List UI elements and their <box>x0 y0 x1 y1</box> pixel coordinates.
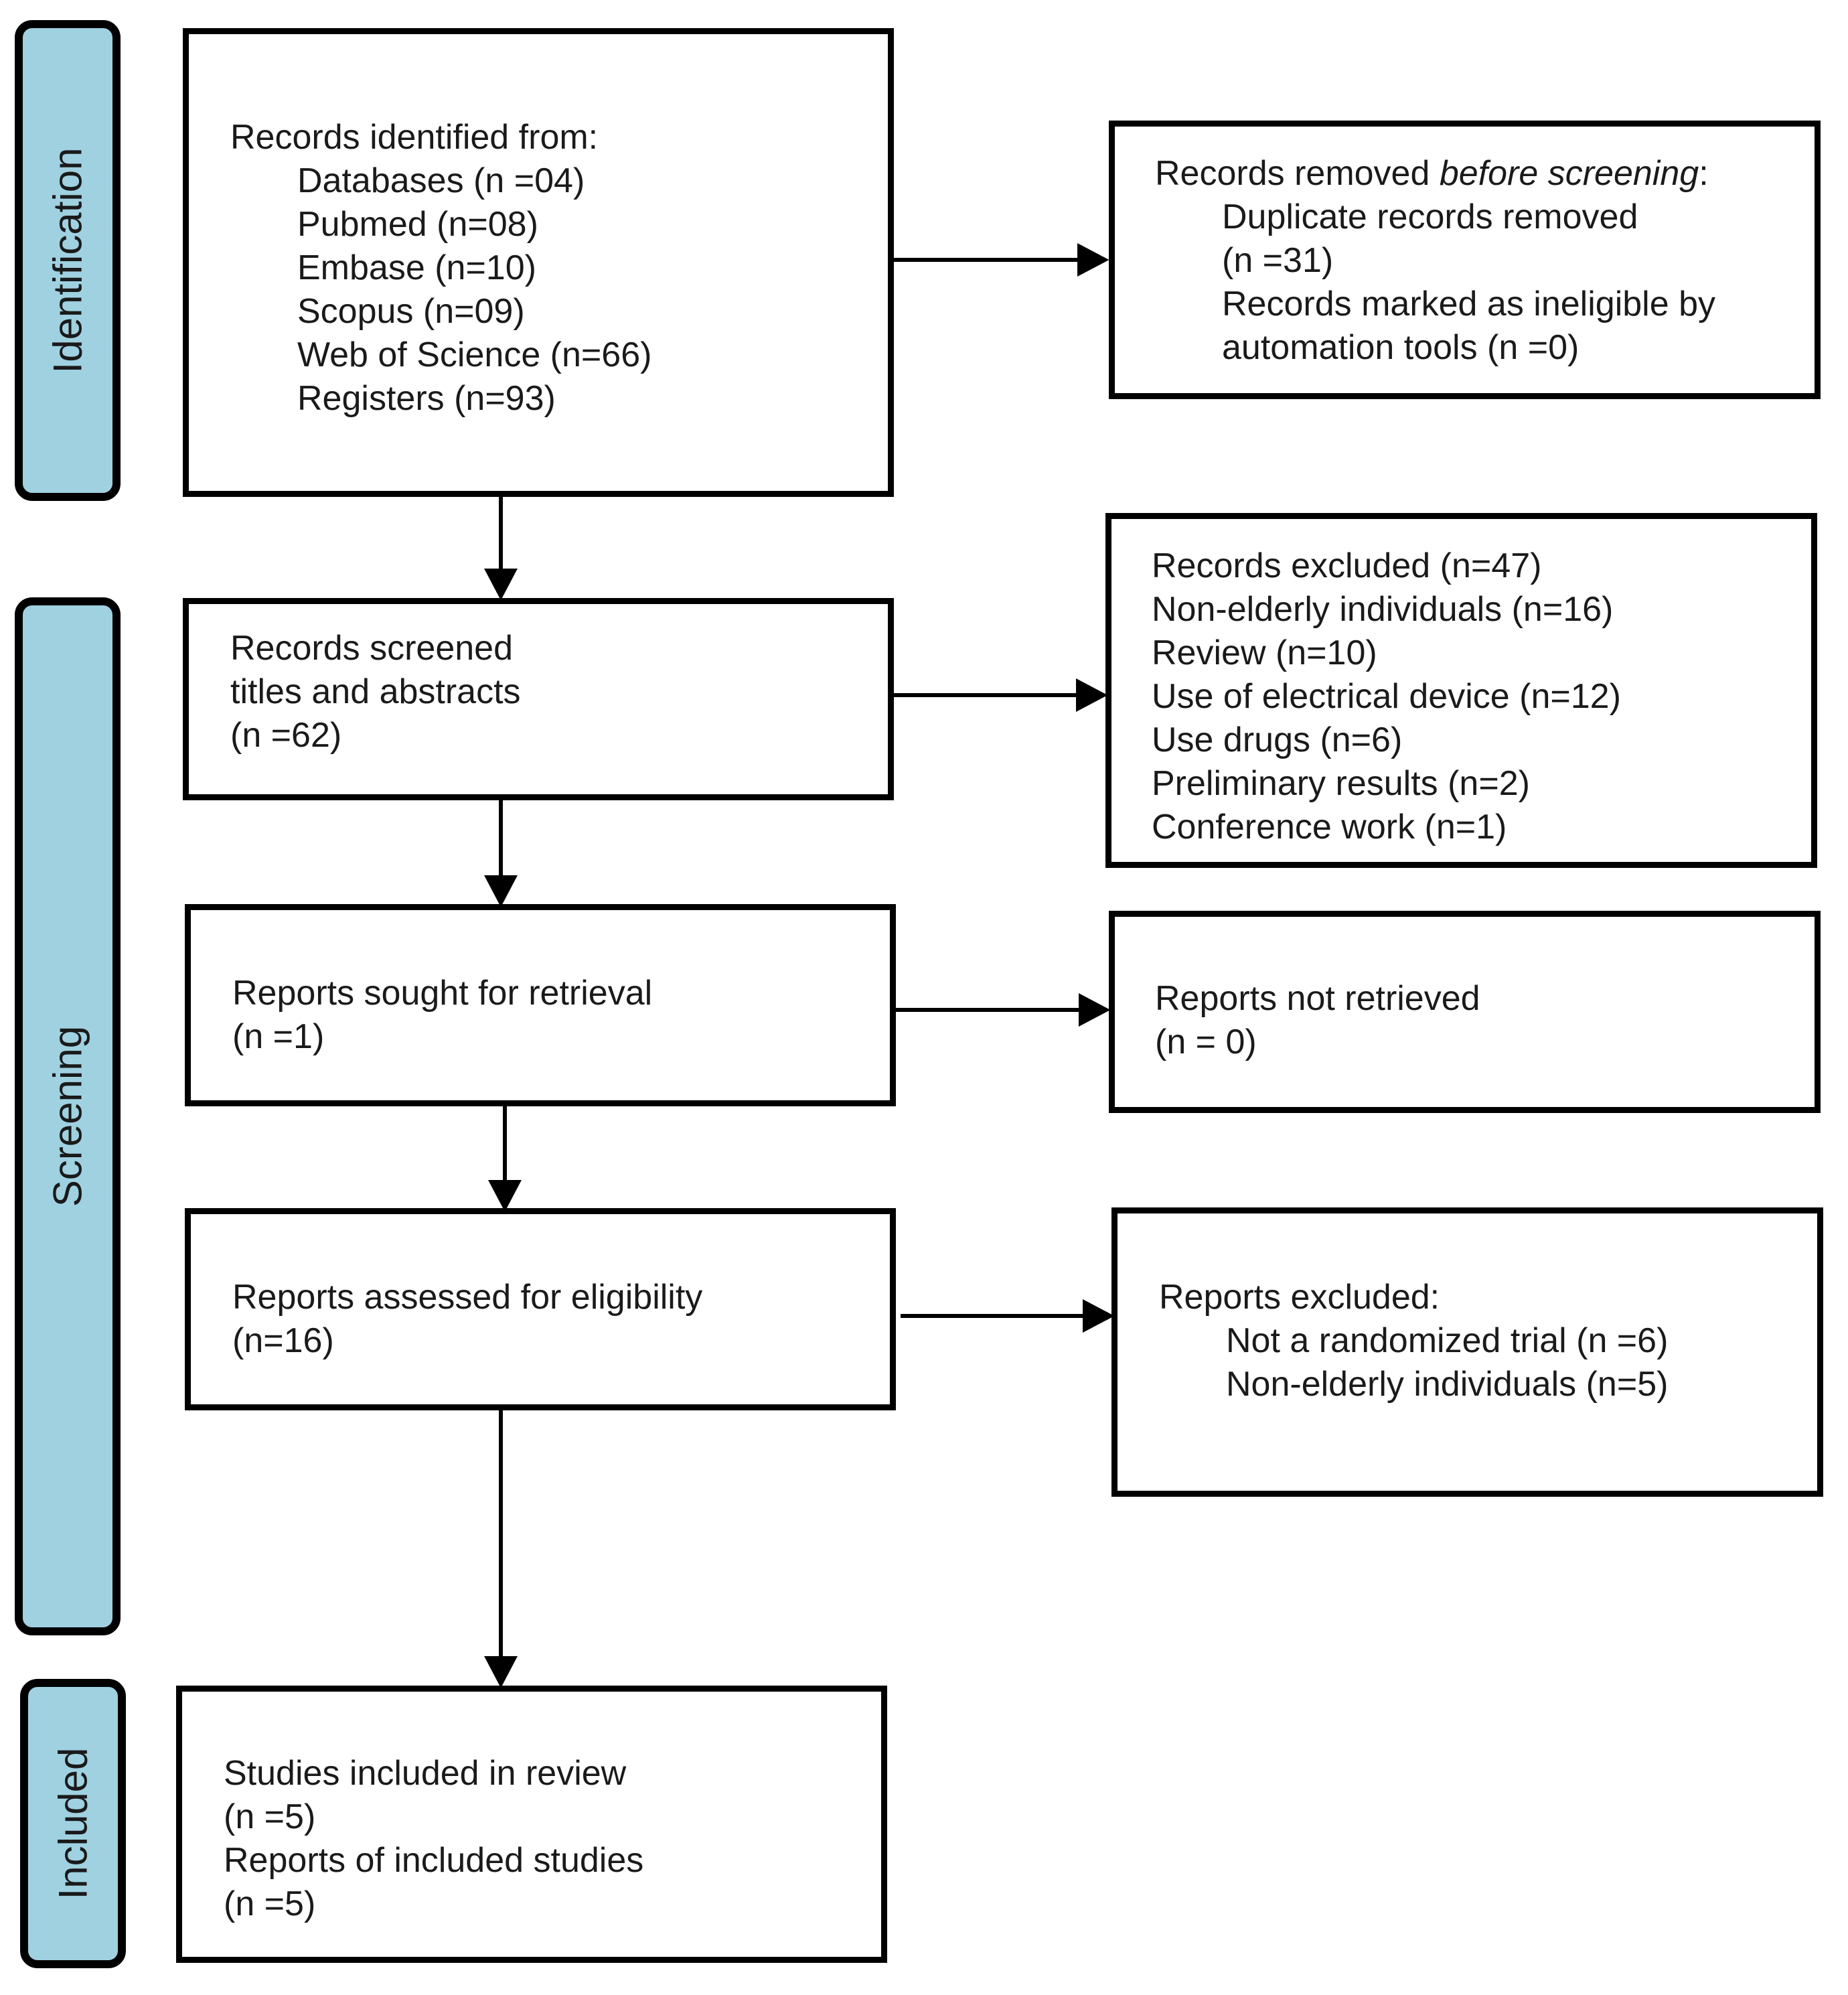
arrowhead <box>1079 993 1111 1027</box>
records-screened-line: Records screened <box>230 629 513 668</box>
source-item: Scopus (n=09) <box>297 292 525 331</box>
records-screened-line: (n =62) <box>230 716 342 755</box>
included-line: Studies included in review <box>224 1754 627 1793</box>
records-screened-line: titles and abstracts <box>230 672 521 711</box>
included-line: (n =5) <box>224 1885 316 1923</box>
arrowhead <box>484 1656 518 1688</box>
source-item: Embase (n=10) <box>297 248 536 287</box>
reports-sought-line: (n =1) <box>232 1017 325 1056</box>
phase-identification: Identification <box>15 20 121 501</box>
source-item: Databases (n =04) <box>297 161 585 200</box>
reports-assessed-line: (n=16) <box>232 1321 334 1360</box>
reports-sought-line: Reports sought for retrieval <box>232 974 653 1013</box>
arrowhead <box>1076 678 1108 712</box>
studies-included-box: Studies included in review (n =5) Report… <box>176 1686 887 1963</box>
excluded-line: Use drugs (n=6) <box>1152 721 1403 759</box>
arrowhead <box>1083 1299 1115 1333</box>
records-identified-box: Records identified from: Databases (n =0… <box>183 28 894 497</box>
source-item: Pubmed (n=08) <box>297 205 538 244</box>
not-retrieved-line: (n = 0) <box>1155 1023 1257 1061</box>
removed-item: Records marked as ineligible by <box>1222 285 1716 323</box>
excluded-line: Conference work (n=1) <box>1152 808 1507 846</box>
records-identified-heading: Records identified from: <box>230 118 599 157</box>
removed-item: Duplicate records removed <box>1222 198 1638 236</box>
reports-assessed-line: Reports assessed for eligibility <box>232 1278 703 1317</box>
reports-excluded-heading: Reports excluded: <box>1159 1278 1440 1317</box>
arrowhead <box>484 569 518 601</box>
reports-excluded-box: Reports excluded: Not a randomized trial… <box>1111 1207 1823 1497</box>
phase-included: Included <box>20 1679 126 1968</box>
phase-screening: Screening <box>15 597 121 1635</box>
reports-not-retrieved-box: Reports not retrieved (n = 0) <box>1109 911 1821 1113</box>
excluded-line: Preliminary results (n=2) <box>1152 764 1530 803</box>
records-excluded-box: Records excluded (n=47) Non-elderly indi… <box>1105 513 1817 868</box>
reports-excluded-item: Non-elderly individuals (n=5) <box>1226 1365 1669 1404</box>
arrowhead <box>488 1180 522 1212</box>
removed-item: (n =31) <box>1222 241 1334 280</box>
included-line: (n =5) <box>224 1797 316 1836</box>
records-removed-box: Records removed before screening: Duplic… <box>1109 121 1821 399</box>
source-item: Web of Science (n=66) <box>297 336 652 374</box>
reports-sought-box: Reports sought for retrieval (n =1) <box>185 904 896 1106</box>
arrowhead <box>1077 243 1109 277</box>
source-item: Registers (n=93) <box>297 379 556 418</box>
not-retrieved-line: Reports not retrieved <box>1155 979 1480 1018</box>
excluded-line: Non-elderly individuals (n=16) <box>1152 590 1614 629</box>
excluded-line: Review (n=10) <box>1152 634 1377 672</box>
arrowhead <box>484 875 518 907</box>
records-screened-box: Records screened titles and abstracts (n… <box>183 598 894 800</box>
reports-assessed-box: Reports assessed for eligibility (n=16) <box>185 1208 896 1410</box>
reports-excluded-item: Not a randomized trial (n =6) <box>1226 1321 1669 1360</box>
excluded-line: Records excluded (n=47) <box>1152 546 1542 585</box>
removed-item: automation tools (n =0) <box>1222 328 1580 367</box>
excluded-line: Use of electrical device (n=12) <box>1152 677 1621 716</box>
records-removed-heading: Records removed before screening: <box>1155 154 1709 193</box>
included-line: Reports of included studies <box>224 1841 644 1880</box>
